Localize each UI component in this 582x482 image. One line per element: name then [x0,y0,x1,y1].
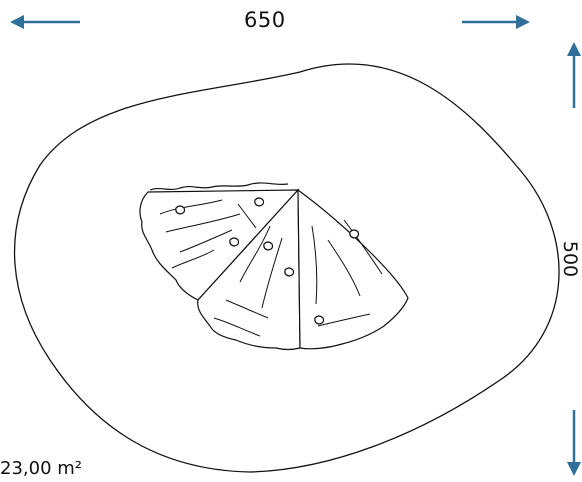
arrow-down-icon [567,410,581,476]
arrow-up-icon [567,42,581,108]
climbing-hold-6 [175,205,186,215]
climbing-hold-4 [314,315,325,325]
arrow-right-icon [462,15,530,29]
rock-climbing-element [139,182,409,351]
rock-panel-middle [197,188,301,351]
climbing-hold-7 [263,241,274,251]
rock-texture-top [149,182,289,191]
safety-zone-outline [13,63,560,473]
rock-cracks-left [159,199,257,269]
climbing-hold-1 [254,197,265,207]
climbing-hold-3 [284,267,295,277]
area-label: 23,00 m² [0,458,83,479]
width-dimension-label: 650 [244,8,286,32]
rock-cracks-middle [213,225,283,337]
rock-cracks-right [311,219,383,327]
height-dimension-label: 500 [559,240,582,278]
rock-panel-left [139,189,300,301]
climbing-hold-2 [229,237,240,247]
climbing-hold-5 [349,229,360,239]
arrow-left-icon [10,15,80,29]
rock-panel-right [297,188,409,350]
